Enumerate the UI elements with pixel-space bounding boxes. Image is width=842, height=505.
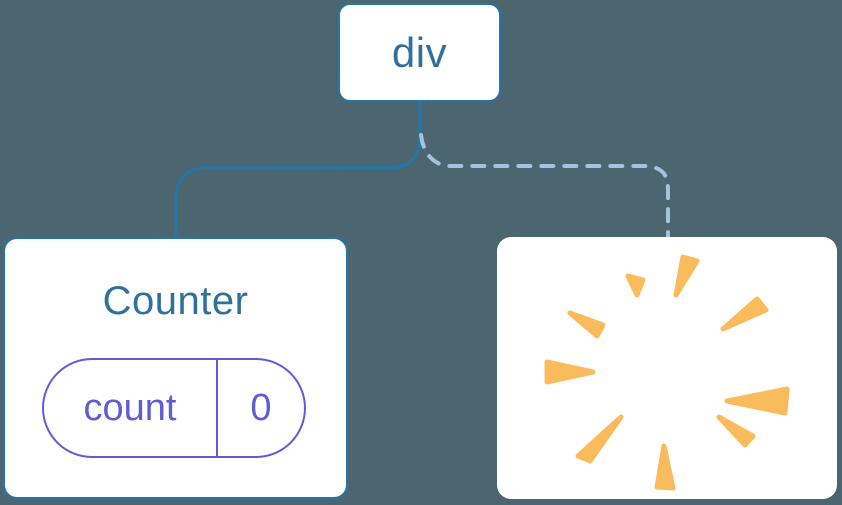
state-pill: count 0 <box>42 358 306 458</box>
poof-burst-icon <box>544 254 790 491</box>
edge-solid-div-to-counter <box>174 101 422 238</box>
removed-node <box>497 237 837 499</box>
counter-node: Counter count 0 <box>3 237 348 499</box>
state-key-cell: count <box>44 360 218 456</box>
div-node-label: div <box>391 28 448 76</box>
counter-node-title: Counter <box>102 279 249 323</box>
state-key-label: count <box>83 386 177 429</box>
edge-dashed-div-to-removed <box>419 133 670 238</box>
div-node: div <box>338 3 501 102</box>
state-value-cell: 0 <box>218 360 304 456</box>
state-value-label: 0 <box>250 386 272 429</box>
